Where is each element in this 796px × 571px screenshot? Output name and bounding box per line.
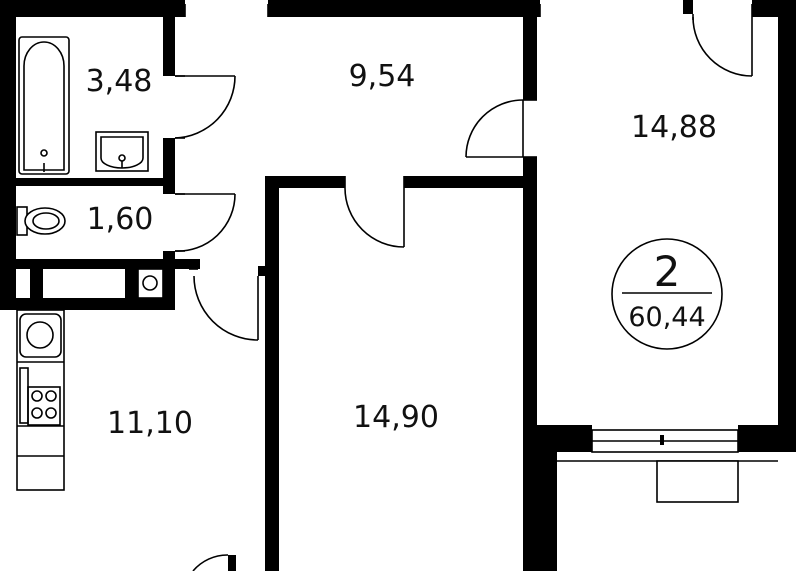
- apartment-badge: 2 60,44: [611, 238, 723, 350]
- balcony-step: [557, 460, 778, 503]
- door-toilet: [174, 193, 236, 252]
- wall-duct-right: [163, 259, 175, 310]
- door-bathroom: [174, 75, 236, 139]
- wall-right: [778, 0, 796, 452]
- doors: [174, 14, 753, 571]
- balcony-door: [591, 429, 739, 453]
- room-area-kitchen: 11,10: [107, 406, 193, 441]
- door-bedroom-large: [465, 99, 524, 158]
- wall-duct-top: [0, 259, 200, 269]
- wall-left-upper: [0, 0, 16, 300]
- badge-circle: [611, 238, 723, 350]
- wall-bedroom-big-left-top: [523, 0, 537, 100]
- wall-bedroom-mid-top-left: [265, 176, 345, 188]
- washbasin-icon: [95, 131, 149, 172]
- wall-bedroom-mid-left: [265, 176, 279, 571]
- wall-duct-mid: [125, 259, 138, 310]
- wall-bath-right-top: [163, 0, 175, 76]
- wall-bath-toilet: [0, 178, 175, 186]
- wall-duct-bottom: [0, 298, 175, 310]
- room-area-bedroom-middle: 14,90: [353, 400, 439, 435]
- riser-icon: [137, 268, 164, 299]
- stove-icon: [19, 367, 61, 426]
- wall-top-middle: [268, 0, 540, 17]
- badge-total-area: 60,44: [628, 302, 705, 333]
- door-bedroom-middle: [344, 187, 405, 248]
- toilet-icon: [16, 206, 66, 236]
- bathtub-icon: [18, 36, 70, 175]
- wall-duct-left: [30, 259, 43, 310]
- door-entrance: [192, 554, 229, 571]
- room-area-bedroom-large: 14,88: [631, 110, 717, 145]
- wall-top-left: [0, 0, 185, 17]
- wall-balcony-side: [537, 440, 557, 571]
- badge-rooms-count: 2: [654, 247, 681, 296]
- room-area-hall: 9,54: [349, 59, 416, 94]
- wall-bedroom-big-left-bottom: [523, 157, 537, 571]
- room-area-bathroom: 3,48: [86, 64, 153, 99]
- door-wardrobe: [692, 14, 753, 77]
- room-area-toilet: 1,60: [87, 202, 154, 237]
- wall-bedroom-mid-top-right: [404, 176, 536, 188]
- wall-top-right-stub: [683, 0, 693, 14]
- wall-balcony-right: [738, 425, 796, 452]
- kitchen-sink-icon: [19, 313, 62, 358]
- wall-entrance-jamb: [228, 555, 236, 571]
- door-kitchen: [189, 268, 259, 341]
